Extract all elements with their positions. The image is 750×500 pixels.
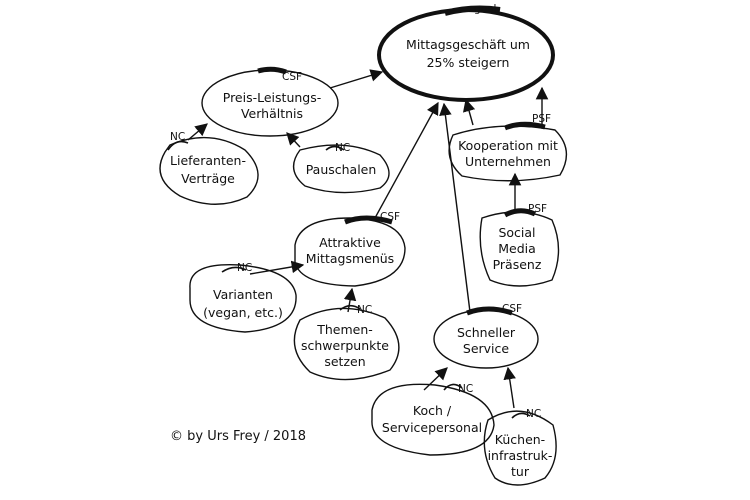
svg-text:Schneller: Schneller xyxy=(457,325,516,340)
svg-text:Verträge: Verträge xyxy=(181,171,235,186)
kooperation-label: Kooperation mit Unternehmen xyxy=(458,138,558,169)
kooperation-node xyxy=(448,121,568,182)
goal-node xyxy=(377,5,555,102)
kuechen-label: Küchen- infrastruk- tur xyxy=(488,432,553,479)
svg-text:Mittagsmenüs: Mittagsmenüs xyxy=(306,251,394,266)
svg-text:Social: Social xyxy=(498,225,535,240)
svg-text:(vegan, etc.): (vegan, etc.) xyxy=(203,305,283,320)
kooperation-tag-mark xyxy=(504,121,546,131)
svg-text:Varianten: Varianten xyxy=(213,287,273,302)
svg-text:Attraktive: Attraktive xyxy=(319,235,381,250)
svg-text:Media: Media xyxy=(498,241,536,256)
social-tag-mark xyxy=(503,208,537,218)
themen-node xyxy=(293,304,400,381)
kuechen-tag: NC xyxy=(526,408,541,420)
goal-tag-mark xyxy=(444,5,501,16)
svg-text:Themen-: Themen- xyxy=(316,322,373,337)
svg-text:Präsenz: Präsenz xyxy=(493,257,542,272)
arrow-kooperation-to-goal-1 xyxy=(462,98,476,126)
arrow-schneller-to-goal xyxy=(439,102,471,313)
koch-label: Koch / Servicepersonal xyxy=(382,403,482,435)
svg-text:setzen: setzen xyxy=(324,354,365,369)
themen-label: Themen- schwerpunkte setzen xyxy=(301,322,389,369)
svg-text:Service: Service xyxy=(463,341,510,356)
goal-label: Mittagsgeschäft um 25% steigern xyxy=(406,37,530,70)
svg-text:Servicepersonal: Servicepersonal xyxy=(382,420,482,435)
schneller-node xyxy=(433,306,539,369)
preis-node xyxy=(201,66,339,137)
svg-text:Koch /: Koch / xyxy=(413,403,452,418)
svg-text:25% steigern: 25% steigern xyxy=(427,55,510,70)
preis-tag: CSF xyxy=(282,71,302,83)
svg-text:schwerpunkte: schwerpunkte xyxy=(301,338,389,353)
attraktive-node xyxy=(294,215,406,287)
koch-tag: NC xyxy=(458,383,473,395)
svg-text:Lieferanten-: Lieferanten- xyxy=(170,153,246,168)
connectors xyxy=(187,69,549,409)
arrow-koch-to-schneller xyxy=(423,367,448,391)
svg-text:Preis-Leistungs-: Preis-Leistungs- xyxy=(223,90,322,105)
kooperation-tag: PSF xyxy=(532,113,551,125)
social-tag: PSF xyxy=(528,203,547,215)
themen-tag: NC xyxy=(357,304,372,316)
pauschalen-node xyxy=(292,144,390,194)
schneller-tag: CSF xyxy=(502,303,522,315)
svg-text:Küchen-: Küchen- xyxy=(495,432,545,447)
preis-label: Preis-Leistungs- Verhältnis xyxy=(223,90,322,121)
koch-node xyxy=(371,383,495,456)
lieferanten-tag: NC xyxy=(170,131,185,143)
svg-text:Unternehmen: Unternehmen xyxy=(465,154,551,169)
svg-text:Pauschalen: Pauschalen xyxy=(306,162,377,177)
lieferanten-node xyxy=(159,136,259,205)
social-label: Social Media Präsenz xyxy=(493,225,542,272)
copyright-text: © by Urs Frey / 2018 xyxy=(170,429,306,444)
attraktive-tag: CSF xyxy=(380,211,400,223)
svg-text:infrastruk-: infrastruk- xyxy=(488,448,553,463)
schneller-tag-mark xyxy=(466,306,513,316)
pauschalen-tag: NC xyxy=(335,142,350,154)
attraktive-tag-mark xyxy=(344,215,393,225)
varianten-tag: NC xyxy=(237,262,252,274)
pauschalen-label: Pauschalen xyxy=(306,162,377,177)
arrow-kuechen-to-schneller xyxy=(503,366,516,409)
svg-text:Verhältnis: Verhältnis xyxy=(241,106,303,121)
varianten-node xyxy=(189,263,297,333)
svg-text:Kooperation mit: Kooperation mit xyxy=(458,138,558,153)
social-node xyxy=(479,208,560,287)
varianten-label: Varianten (vegan, etc.) xyxy=(203,287,283,320)
preis-tag-mark xyxy=(257,66,287,75)
kuechen-node xyxy=(483,410,557,486)
lieferanten-label: Lieferanten- Verträge xyxy=(170,153,246,186)
arrow-lieferanten-to-preis xyxy=(187,123,208,141)
svg-text:Mittagsgeschäft um: Mittagsgeschäft um xyxy=(406,37,530,52)
goal-tag: goal xyxy=(474,3,496,15)
arrow-preis-to-goal xyxy=(329,69,384,89)
arrow-varianten-to-attraktive xyxy=(249,260,305,275)
attraktive-label: Attraktive Mittagsmenüs xyxy=(306,235,394,266)
arrow-attraktive-to-goal xyxy=(374,101,439,219)
schneller-label: Schneller Service xyxy=(457,325,516,356)
svg-text:tur: tur xyxy=(511,464,530,479)
